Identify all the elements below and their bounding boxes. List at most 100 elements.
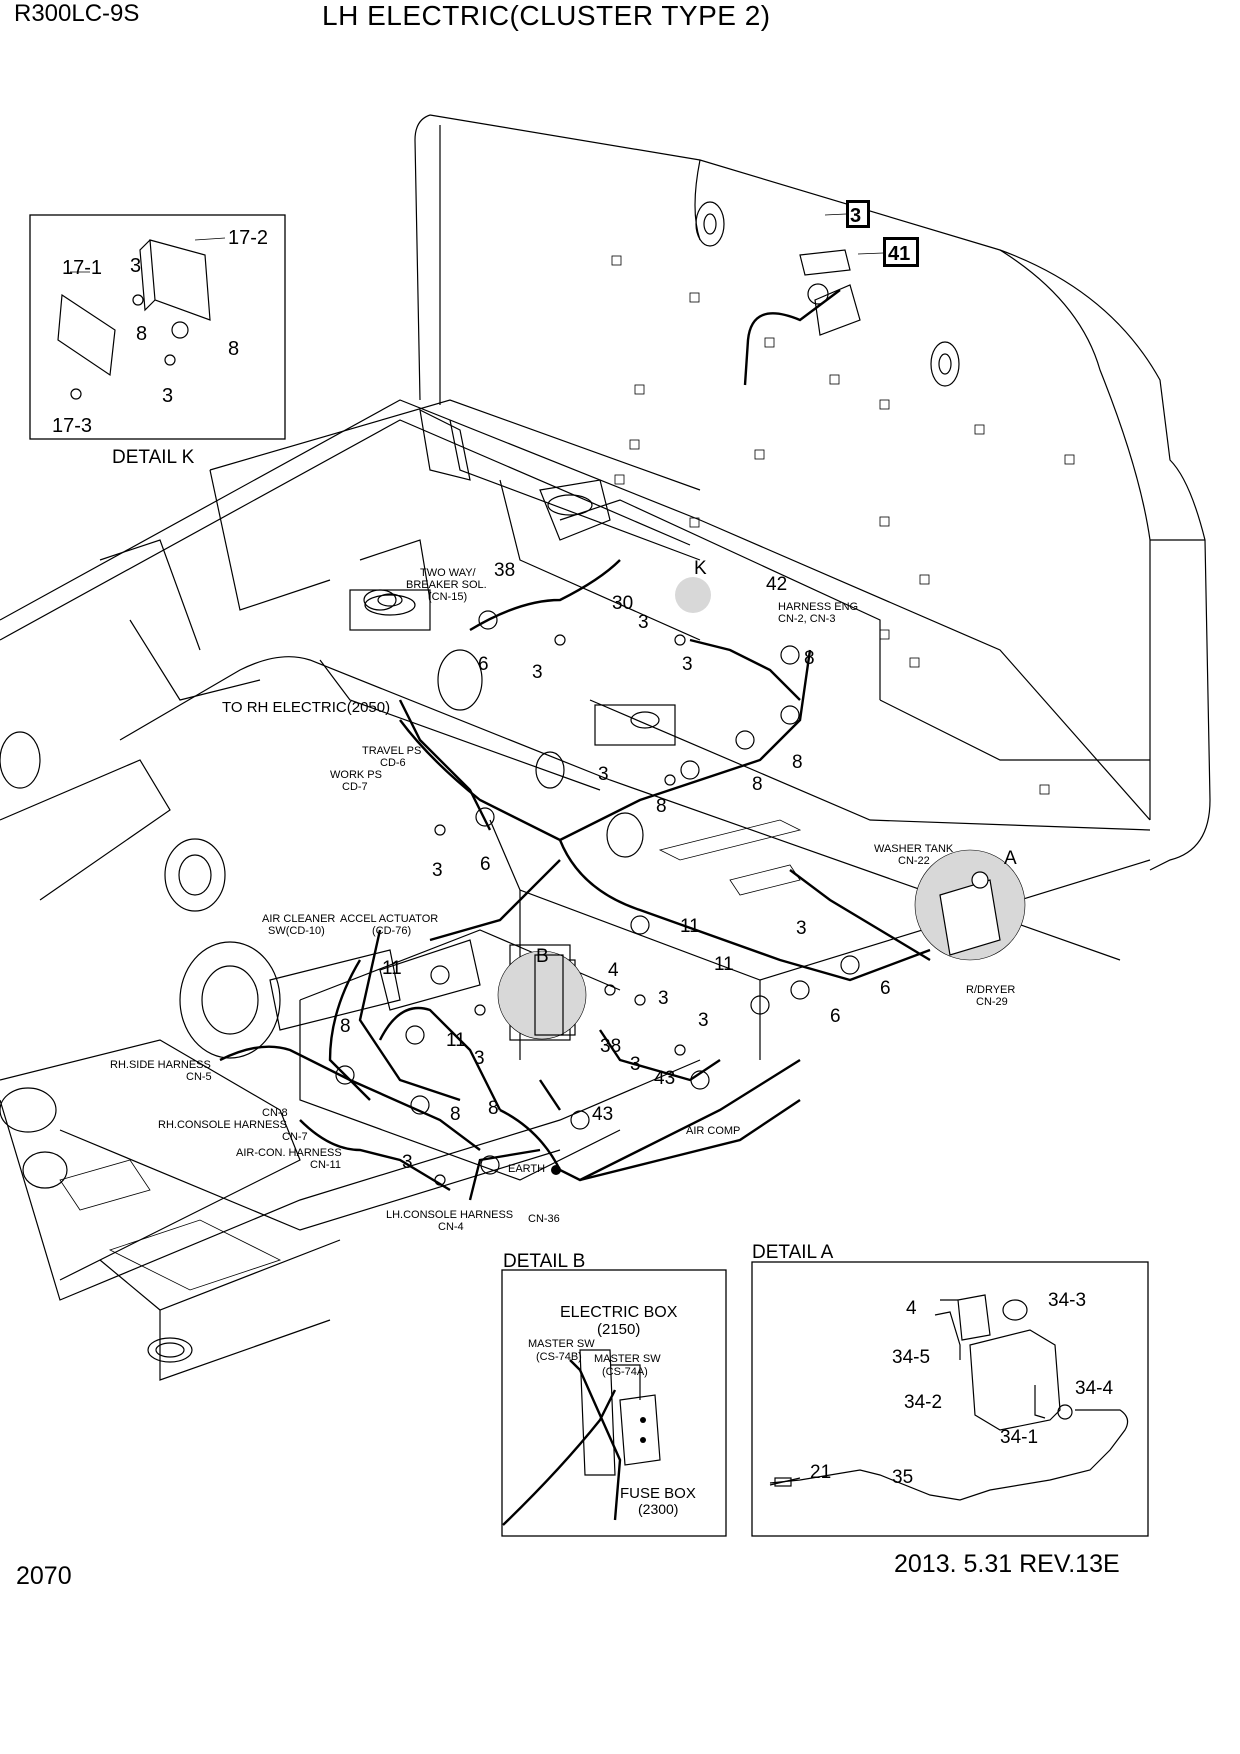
detail-k-callout-3b: 3 — [162, 385, 173, 407]
electric-box-ref: (2150) — [597, 1321, 640, 1338]
cn4-label: CN-4 — [438, 1221, 464, 1233]
callout-11: 11 — [382, 958, 402, 979]
accel-actuator-label: ACCEL ACTUATOR — [340, 913, 438, 925]
washer-tank-label: WASHER TANK — [874, 843, 954, 855]
detail-a-callout-35: 35 — [892, 1467, 913, 1488]
sw-cd10-label: SW(CD-10) — [268, 925, 325, 937]
callout-4: 4 — [608, 960, 619, 981]
breaker-sol-label: BREAKER SOL. — [406, 579, 487, 591]
callout-11: 11 — [680, 916, 700, 937]
callout-6: 6 — [830, 1006, 841, 1027]
detail-k-title: DETAIL K — [112, 447, 195, 468]
callout-k: K — [694, 558, 707, 579]
detail-k-callout-8a: 8 — [136, 323, 147, 345]
callout-3: 3 — [698, 1010, 709, 1031]
cn22-label: CN-22 — [898, 855, 930, 867]
callout-3: 3 — [598, 764, 609, 785]
fuse-box-ref: (2300) — [638, 1501, 678, 1517]
callout-8: 8 — [656, 796, 667, 817]
harness-eng-label: HARNESS ENG — [778, 601, 858, 613]
revision-date: 2013. 5.31 REV.13E — [894, 1550, 1120, 1578]
cn7-label: CN-7 — [282, 1131, 308, 1143]
connector-labels: TWO WAY/ BREAKER SOL. (CN-15) HARNESS EN… — [110, 567, 1015, 1233]
callout-43: 43 — [654, 1068, 675, 1089]
detail-a-title: DETAIL A — [752, 1242, 834, 1263]
detail-a-callout-34-2: 34-2 — [904, 1392, 942, 1413]
callout-a: A — [1004, 848, 1017, 869]
to-rh-electric-label: TO RH ELECTRIC(2050) — [222, 699, 390, 716]
cn2-cn3-label: CN-2, CN-3 — [778, 613, 835, 625]
cd76-label: (CD-76) — [372, 925, 411, 937]
detail-a-panel — [751, 1261, 1149, 1537]
rh-side-harness-label: RH.SIDE HARNESS — [110, 1059, 211, 1071]
callout-6: 6 — [478, 654, 489, 675]
callout-38: 38 — [494, 560, 515, 581]
cn15-label: (CN-15) — [428, 591, 467, 603]
callout-3: 3 — [532, 662, 543, 683]
master-sw-a-code: (CS-74A) — [602, 1366, 648, 1378]
detail-a-callout-34-1: 34-1 — [1000, 1427, 1038, 1448]
boxed-callout-3: 3 — [850, 205, 861, 227]
detail-k-callout-8b: 8 — [228, 338, 239, 360]
fuse-box-label: FUSE BOX — [620, 1485, 696, 1502]
earth-label: EARTH — [508, 1163, 545, 1175]
detail-a-callout-21: 21 — [810, 1462, 831, 1483]
cd6-label: CD-6 — [380, 757, 406, 769]
callout-42: 42 — [766, 574, 787, 595]
upper-frame-drawing — [0, 114, 1211, 1381]
model-code: R300LC-9S — [14, 0, 140, 27]
callout-3: 3 — [402, 1152, 413, 1173]
callout-30: 30 — [612, 593, 633, 614]
callout-3: 3 — [658, 988, 669, 1009]
washer-tank-cap — [971, 871, 989, 889]
detail-b-marker — [497, 950, 587, 1040]
detail-k-callout-3a: 3 — [130, 255, 141, 277]
callout-3: 3 — [630, 1054, 641, 1075]
callout-8: 8 — [340, 1016, 351, 1037]
master-sw-a-label: MASTER SW — [594, 1353, 661, 1365]
callout-3: 3 — [638, 612, 649, 633]
lh-console-harness-label: LH.CONSOLE HARNESS — [386, 1209, 513, 1221]
detail-b-title: DETAIL B — [503, 1251, 585, 1272]
detail-k-panel — [29, 214, 286, 440]
detail-k-callout-17-3: 17-3 — [52, 415, 92, 437]
callout-38: 38 — [600, 1036, 621, 1057]
callout-8: 8 — [804, 648, 815, 669]
page-number: 2070 — [16, 1562, 72, 1590]
wiring-harness — [219, 289, 931, 1201]
work-ps-label: WORK PS — [330, 769, 382, 781]
detail-a-callout-4: 4 — [906, 1298, 917, 1319]
r-dryer-label: R/DRYER — [966, 984, 1015, 996]
callout-3: 3 — [474, 1048, 485, 1069]
callout-3: 3 — [796, 918, 807, 939]
detail-b-panel — [501, 1269, 727, 1537]
fuse-box-shape — [534, 954, 564, 1036]
cn36-label: CN-36 — [528, 1213, 560, 1225]
cd7-label: CD-7 — [342, 781, 368, 793]
harness-clamps — [335, 249, 861, 1186]
detail-a-callout-34-3: 34-3 — [1048, 1290, 1086, 1311]
callout-8: 8 — [792, 752, 803, 773]
main-callouts: 38 30 6 3 K 42 3 3 8 8 8 8 3 3 6 11 3 A … — [340, 558, 1017, 1173]
callout-6: 6 — [480, 854, 491, 875]
detail-k-marker — [675, 577, 711, 613]
master-sw-b-code: (CS-74B) — [536, 1351, 582, 1363]
rh-console-harness-label: RH.CONSOLE HARNESS — [158, 1119, 287, 1131]
cn8-label: CN-8 — [262, 1107, 288, 1119]
detail-k-callout-17-1: 17-1 — [62, 257, 102, 279]
callout-3: 3 — [682, 654, 693, 675]
detail-a-callout-34-5: 34-5 — [892, 1347, 930, 1368]
callout-11: 11 — [714, 954, 734, 975]
callout-8: 8 — [488, 1098, 499, 1119]
detail-k-callout-17-2: 17-2 — [228, 227, 268, 249]
callout-8: 8 — [450, 1104, 461, 1125]
boxed-callout-3-inner — [849, 203, 867, 225]
callout-43: 43 — [592, 1104, 613, 1125]
air-con-harness-label: AIR-CON. HARNESS — [236, 1147, 342, 1159]
air-comp-label: AIR COMP — [686, 1125, 740, 1137]
two-way-label: TWO WAY/ — [420, 567, 477, 579]
cn29-label: CN-29 — [976, 996, 1008, 1008]
travel-ps-label: TRAVEL PS — [362, 745, 421, 757]
callout-8: 8 — [752, 774, 763, 795]
